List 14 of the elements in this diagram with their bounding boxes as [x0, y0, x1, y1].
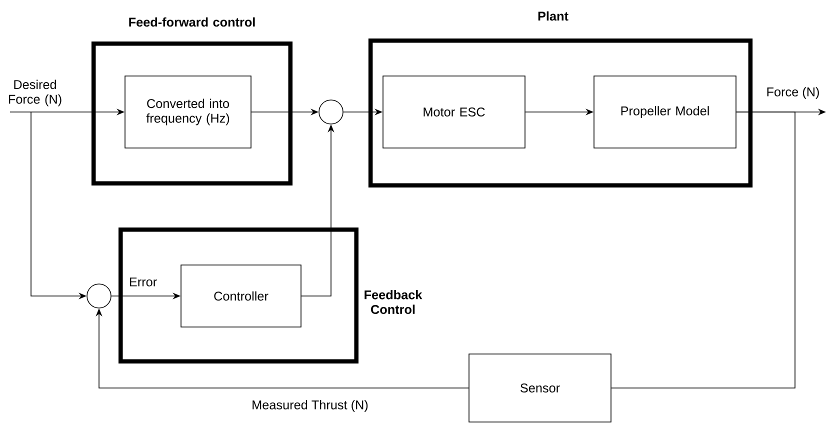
edge-label: Measured Thrust (N)	[250, 398, 370, 414]
block-box: Propeller Model	[594, 76, 736, 148]
block-box: Sensor	[468, 354, 612, 422]
node-label: Plant	[538, 11, 568, 21]
summing-junction	[86, 284, 112, 308]
node-label: Feed-forward control	[129, 17, 255, 27]
block-box: Controller	[180, 264, 302, 328]
edge-label: Desired Force (N)	[0, 78, 70, 108]
block-box: Motor ESC	[382, 76, 526, 148]
edge-label: Error	[128, 276, 158, 288]
summing-junction	[318, 100, 344, 124]
node-label: Feedback Control	[364, 290, 422, 314]
edge-label: Force (N)	[764, 86, 822, 100]
block-box: Converted into frequency (Hz)	[124, 76, 252, 148]
